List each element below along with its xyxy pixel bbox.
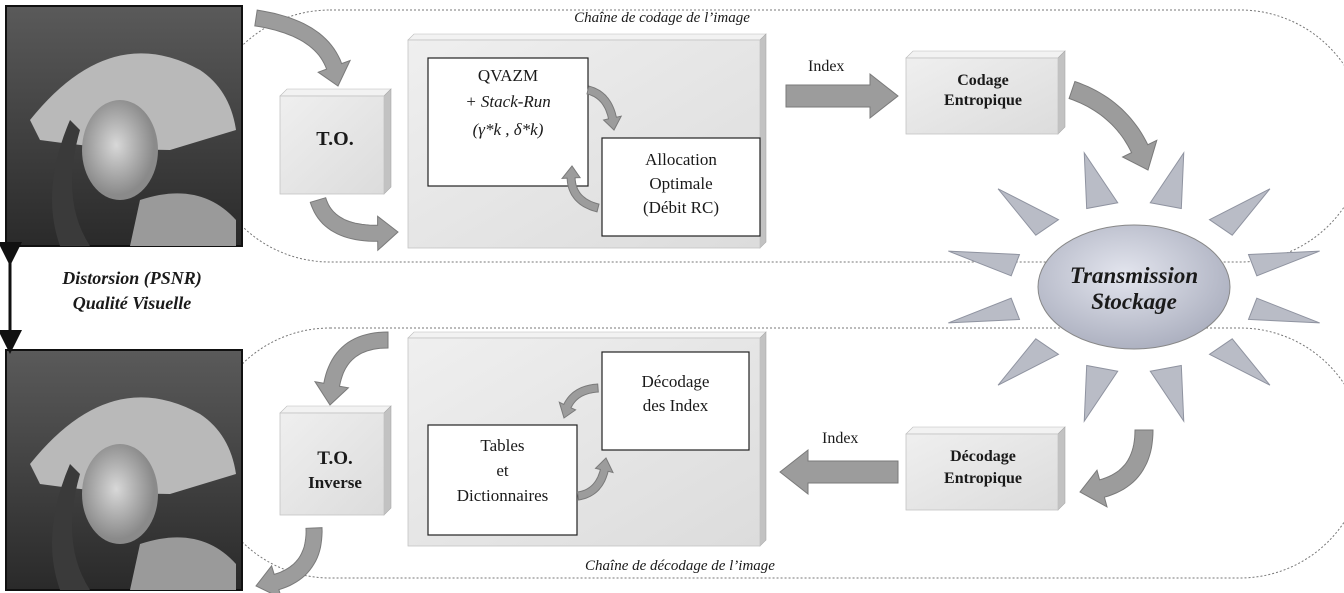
transmission-line1: Transmission bbox=[1069, 263, 1199, 288]
sun-ray bbox=[1083, 364, 1119, 423]
sun-ray bbox=[1149, 364, 1185, 423]
arrow-to-inverse-to-image bbox=[255, 527, 323, 593]
original-image bbox=[5, 5, 243, 247]
arrow-decode-to-tables bbox=[558, 383, 599, 419]
allocation-box bbox=[601, 137, 761, 237]
to-inverse-line2: Inverse bbox=[308, 473, 362, 492]
qvazm-box bbox=[427, 57, 589, 187]
tables-line1: Tables bbox=[480, 436, 525, 455]
arrow-entropy-to-decoder bbox=[779, 448, 899, 496]
sun-ray bbox=[948, 297, 1021, 324]
decodage-entropique-line2: Entropique bbox=[944, 470, 1022, 487]
transmission-ellipse bbox=[1037, 224, 1231, 350]
arrow-alloc-to-qvazm bbox=[561, 165, 600, 213]
decode-index-line1: Décodage bbox=[641, 372, 710, 391]
sun-ray bbox=[997, 188, 1060, 236]
transmission-sun bbox=[948, 151, 1320, 423]
sun-ray bbox=[997, 338, 1060, 386]
quality-line2: Qualité Visuelle bbox=[72, 293, 192, 313]
to-box bbox=[279, 88, 392, 195]
qvazm-line2: + Stack-Run bbox=[465, 92, 551, 111]
arrow-to-to-encoder bbox=[309, 197, 399, 252]
allocation-line2: Optimale bbox=[649, 174, 713, 193]
arrow-entropy-to-transmission bbox=[1068, 80, 1158, 171]
sun-ray bbox=[948, 250, 1021, 277]
codage-entropique-line2: Entropique bbox=[944, 92, 1022, 109]
tables-line3: Dictionnaires bbox=[456, 486, 549, 505]
tables-box bbox=[427, 424, 578, 536]
sun-ray bbox=[1247, 250, 1320, 277]
tables-line2: et bbox=[496, 461, 509, 480]
sun-ray bbox=[1208, 188, 1271, 236]
encoding-chain-outline bbox=[203, 9, 1344, 263]
allocation-line1: Allocation bbox=[645, 150, 717, 169]
arrow-decoder-to-to-inverse bbox=[313, 331, 389, 406]
codage-entropique-box bbox=[905, 50, 1066, 135]
to-inverse-box bbox=[279, 405, 392, 516]
sun-ray bbox=[1083, 151, 1119, 210]
arrow-tables-to-decode bbox=[576, 457, 614, 501]
decoding-chain-caption: Chaîne de décodage de l’image bbox=[585, 558, 775, 574]
arrow-encoder-to-entropy bbox=[785, 72, 899, 120]
sun-ray bbox=[1149, 151, 1185, 210]
allocation-line3: (Débit RC) bbox=[642, 198, 720, 217]
qvazm-line1: QVAZM bbox=[477, 66, 539, 85]
to-inverse-line1: T.O. bbox=[317, 448, 353, 469]
to-label: T.O. bbox=[316, 128, 354, 150]
encoding-index-label: Index bbox=[808, 58, 845, 75]
arrow-image-to-to bbox=[254, 9, 352, 87]
sun-ray bbox=[1208, 338, 1271, 386]
decode-index-box bbox=[601, 351, 750, 451]
encoding-chain-caption: Chaîne de codage de l’image bbox=[574, 10, 750, 26]
qvazm-params: (γ*k , δ*k) bbox=[472, 120, 544, 139]
decodage-entropique-box bbox=[905, 426, 1066, 511]
sun-ray bbox=[1247, 297, 1320, 324]
codage-entropique-line1: Codage bbox=[957, 72, 1009, 89]
decodage-entropique-line1: Décodage bbox=[950, 448, 1016, 465]
quality-line1: Distorsion (PSNR) bbox=[62, 268, 202, 288]
transmission-line2: Stockage bbox=[1091, 289, 1177, 314]
arrow-qvazm-to-alloc bbox=[586, 85, 623, 131]
decode-index-line2: des Index bbox=[642, 396, 709, 415]
arrow-transmission-to-decoding bbox=[1079, 429, 1154, 508]
decoding-index-label: Index bbox=[822, 430, 859, 447]
reconstructed-image bbox=[5, 349, 243, 591]
